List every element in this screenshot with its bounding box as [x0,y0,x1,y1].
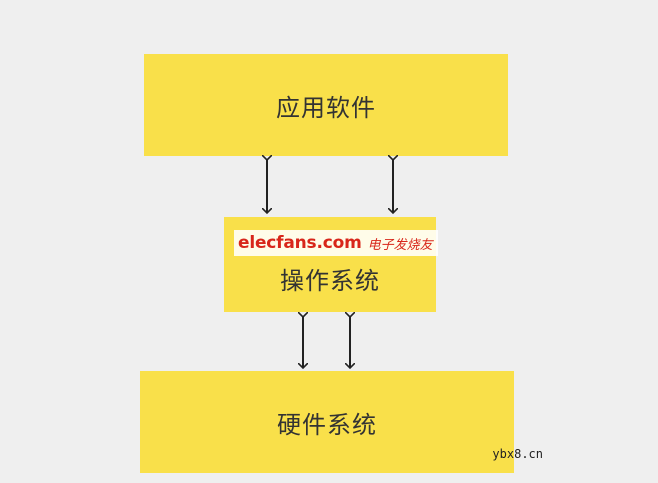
operating-system-label: 操作系统 [280,267,380,295]
site-credit: ybx8.cn [492,447,543,461]
hardware-system-label: 硬件系统 [277,410,377,439]
watermark-brand: elecfans.com [238,233,362,253]
watermark-subtitle: 电子发烧友 [367,237,433,253]
hardware-system-box: 硬件系统 [140,371,514,473]
application-software-label: 应用软件 [276,93,376,122]
application-software-box: 应用软件 [144,54,508,156]
elecfans-watermark: elecfans.com 电子发烧友 [234,230,438,256]
